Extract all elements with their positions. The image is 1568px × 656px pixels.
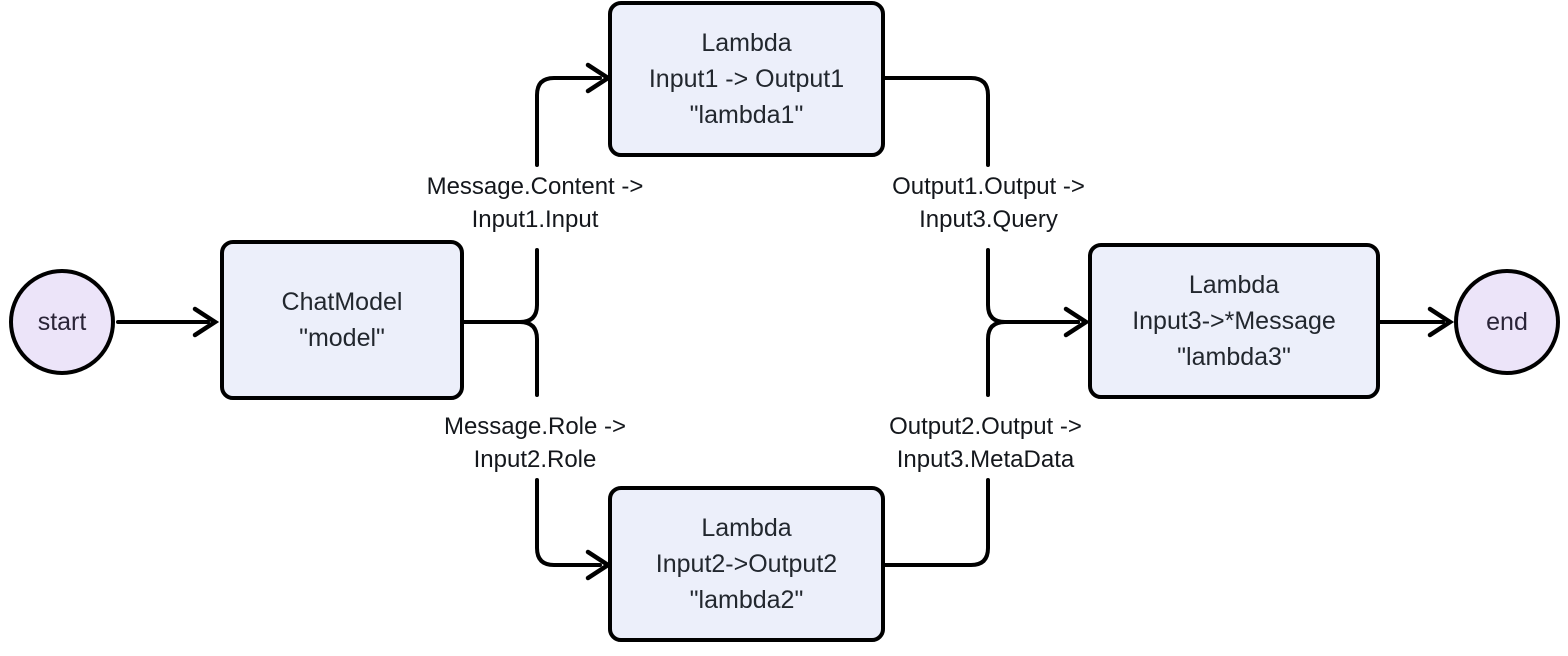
edge-label-model-to-lambda1: Message.Content -> Input1.Input [395, 170, 675, 236]
node-end-label: end [1486, 308, 1528, 336]
edge-label-line-2: Input3.MetaData [896, 446, 1075, 473]
edge-line [881, 478, 990, 567]
edge-model-to-lambda1 [535, 62, 613, 167]
edge-label-line-1: Output2.Output -> [889, 413, 1082, 440]
edge-line [535, 478, 602, 567]
edge-lambda3-to-end [1376, 306, 1455, 338]
node-lambda3[interactable] [1088, 243, 1380, 399]
node-lambda1[interactable] [608, 1, 885, 157]
edge-line-up [460, 248, 539, 324]
edge-line-from-top [986, 248, 1080, 324]
edge-lambda1-to-merge [881, 76, 990, 167]
edge-start-to-model [116, 306, 220, 338]
edge-label-line-1: Message.Role -> [443, 413, 627, 440]
edge-line [881, 76, 990, 167]
edge-label-lambda2-to-lambda3: Output2.Output -> Input3.MetaData [852, 410, 1119, 476]
edge-line-from-bottom [986, 320, 1080, 397]
edge-label-model-to-lambda2: Message.Role -> Input2.Role [400, 410, 670, 476]
edge-label-line-2: Input1.Input [471, 206, 599, 233]
edge-label-line-2: Input2.Role [473, 446, 597, 473]
edge-label-line-1: Message.Content -> [426, 173, 644, 200]
node-start[interactable] [9, 269, 115, 375]
edge-label-line-1: Output1.Output -> [892, 173, 1085, 200]
edge-merge-to-lambda3 [986, 248, 1091, 397]
arrow-head-icon [192, 306, 220, 338]
edge-model-split-trunk [460, 248, 539, 397]
edge-label-lambda1-to-lambda3: Output1.Output -> Input3.Query [855, 170, 1122, 236]
edge-label-line-2: Input3.Query [919, 206, 1058, 233]
node-end[interactable] [1454, 269, 1560, 375]
node-start-label: start [37, 308, 87, 336]
edge-line [535, 76, 602, 167]
node-lambda2[interactable] [608, 486, 885, 642]
arrow-head-icon [1427, 306, 1455, 338]
arrow-head-icon [1063, 306, 1091, 338]
edge-model-to-lambda2 [535, 478, 613, 581]
edge-line-down [460, 320, 539, 397]
edge-lambda2-to-merge [881, 478, 990, 567]
node-chatmodel[interactable] [220, 240, 464, 400]
